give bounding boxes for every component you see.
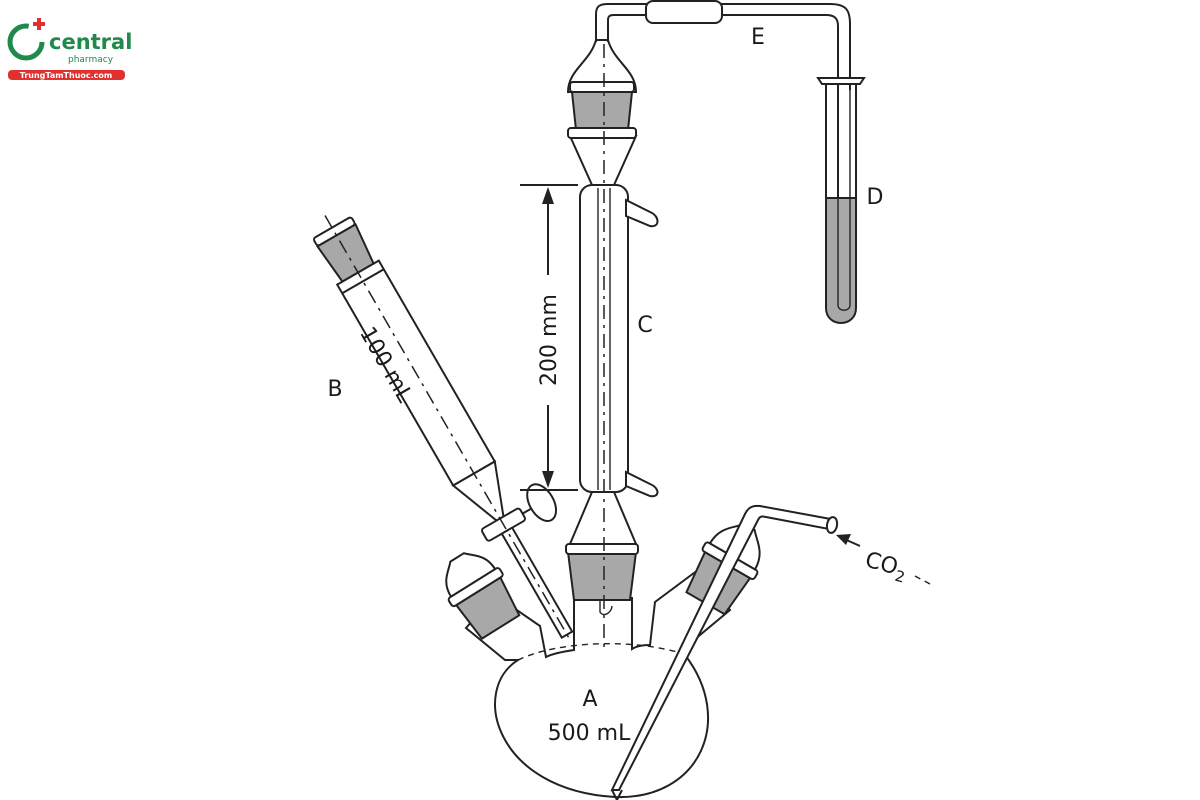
stopcock-key[interactable] bbox=[521, 479, 562, 526]
condenser bbox=[568, 135, 659, 545]
label-c: C bbox=[637, 313, 652, 338]
flask-inner-drip bbox=[599, 600, 613, 616]
central-neck-joint bbox=[565, 543, 639, 601]
rubber-connector bbox=[645, 0, 723, 24]
logo-cross-icon bbox=[33, 18, 45, 30]
left-neck-joint bbox=[445, 552, 521, 640]
gas-flow-arrow bbox=[836, 534, 931, 585]
logo: central pharmacy TrungTamThuoc.com bbox=[7, 18, 132, 80]
test-tube bbox=[816, 77, 866, 324]
gas-inlet-tube bbox=[610, 504, 839, 800]
label-flask-volume: 500 mL bbox=[548, 721, 631, 746]
logo-tagline: pharmacy bbox=[68, 55, 114, 65]
label-b: B bbox=[327, 377, 342, 402]
label-d: D bbox=[867, 185, 884, 210]
logo-name: central bbox=[49, 30, 132, 54]
logo-ring-icon bbox=[7, 23, 45, 61]
liquid bbox=[826, 198, 856, 323]
logo-url: TrungTamThuoc.com bbox=[20, 71, 113, 80]
logo-url-bar bbox=[8, 70, 125, 80]
flask-hidden-bowl bbox=[517, 643, 691, 661]
label-gas: CO2 bbox=[861, 548, 909, 587]
condenser-lower-side-arm bbox=[625, 470, 659, 498]
flask-body bbox=[464, 568, 732, 799]
label-e: E bbox=[751, 25, 765, 50]
label-a: A bbox=[582, 687, 597, 712]
dropping-funnel bbox=[313, 215, 574, 641]
length-dimension bbox=[520, 184, 578, 491]
adapter-joint bbox=[566, 39, 638, 139]
delivery-tube bbox=[595, 0, 851, 300]
label-gas-subscript: 2 bbox=[893, 567, 907, 587]
round-bottom-flask bbox=[464, 568, 732, 799]
condenser-upper-side-arm bbox=[625, 198, 659, 228]
label-length: 200 mm bbox=[537, 294, 562, 386]
